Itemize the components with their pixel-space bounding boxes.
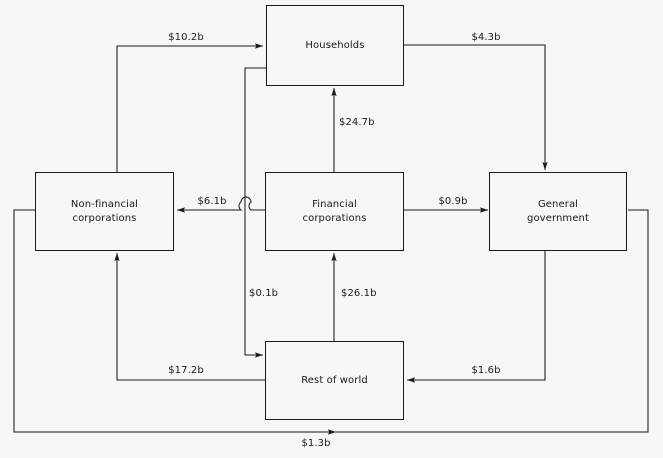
node-rest-of-world-label: Rest of world <box>301 374 368 386</box>
edge-label-fc-to-government: $0.9b <box>438 196 468 207</box>
node-financial-corporations-label: Financial corporations <box>302 199 367 224</box>
node-general-government[interactable]: General government <box>489 172 627 251</box>
edge-government-to-row <box>406 250 546 383</box>
edge-label-nfc-to-households: $10.2b <box>168 32 204 43</box>
edge-label-households-to-row: $0.1b <box>249 288 279 299</box>
node-rest-of-world[interactable]: Rest of world <box>265 341 404 420</box>
node-general-government-label: General government <box>527 199 589 224</box>
edge-fc-to-nfc <box>176 196 265 213</box>
edge-label-fc-to-nfc: $6.1b <box>197 196 227 207</box>
node-households-label: Households <box>305 39 365 51</box>
edge-label-fc-to-households: $24.7b <box>339 117 375 128</box>
edge-label-row-to-fc: $26.1b <box>341 288 377 299</box>
edge-nfc-to-households <box>116 43 264 172</box>
edge-label-households-to-government: $4.3b <box>471 32 501 43</box>
edge-label-government-to-row: $1.6b <box>471 365 501 376</box>
edge-label-row-to-nfc: $17.2b <box>168 365 204 376</box>
edge-households-to-government <box>403 44 548 171</box>
node-financial-corporations[interactable]: Financial corporations <box>265 172 404 251</box>
edge-row-to-nfc <box>114 252 265 381</box>
edge-households-to-row <box>244 67 266 358</box>
node-households[interactable]: Households <box>266 5 404 86</box>
node-non-financial-corporations-label: Non-financial corporations <box>70 199 139 224</box>
edge-label-nfc-to-government: $1.3b <box>301 438 331 449</box>
node-non-financial-corporations[interactable]: Non-financial corporations <box>35 172 174 251</box>
